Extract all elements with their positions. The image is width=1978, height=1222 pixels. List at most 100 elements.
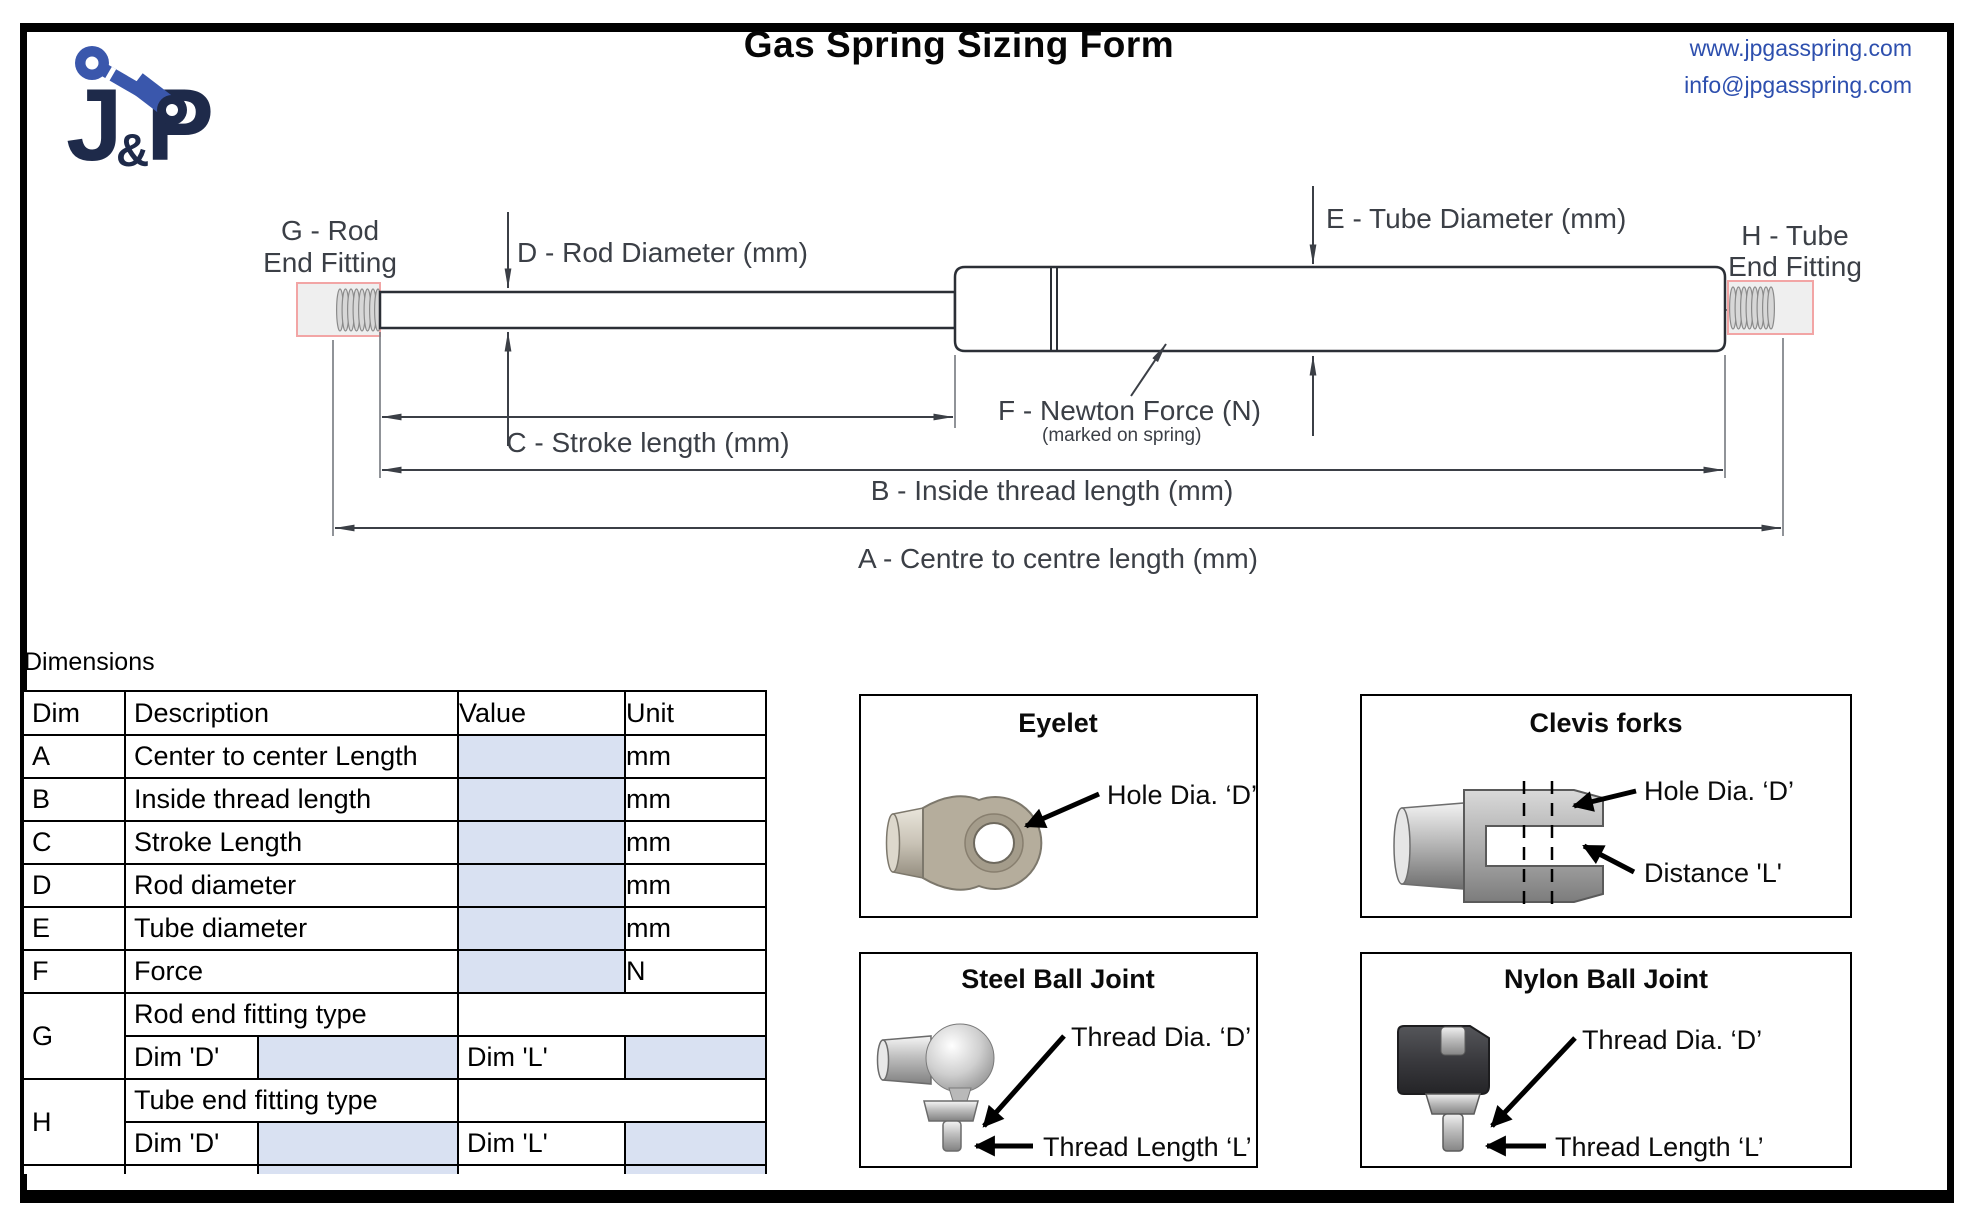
dim-d-label: Dim 'D' [124,1121,259,1166]
nylon-ball-title: Nylon Ball Joint [1504,964,1708,994]
label-newton-force-note: (marked on spring) [1042,425,1201,446]
label-rod-diameter: D - Rod Diameter (mm) [517,237,808,268]
clevis-hole-arrow [1571,788,1637,812]
dim-inside-thread-length: B - Inside thread length (mm) [381,355,1726,506]
col-header-dim: Dim [22,690,126,736]
eyelet-hole-dia-label: Hole Dia. ‘D’ [1107,780,1256,810]
col-header-description: Description [124,690,459,736]
fitting-type-input-cell-g[interactable] [457,992,767,1037]
steel-thread-dia-label: Thread Dia. ‘D’ [1071,1022,1251,1052]
table-row-g-type: G Rod end fitting type [22,992,767,1080]
jp-logo: J & P [66,46,214,178]
dim-d-input-cell-h[interactable] [257,1121,459,1166]
newton-force-callout: F - Newton Force (N) (marked on spring) [998,343,1261,446]
unit-cell: mm [624,734,767,779]
dim-l-label: Dim 'L' [457,1121,626,1166]
label-tube-diameter: E - Tube Diameter (mm) [1326,203,1626,234]
label-tube-end-fitting-1: H - Tube [1741,220,1848,251]
eyelet-box: Eyelet Hole Dia. ‘D’ [859,694,1258,918]
website-link[interactable]: www.jpgasspring.com [1689,35,1912,61]
dimensions-section-title: Dimensions [24,648,155,676]
value-input-cell-f[interactable] [457,949,626,994]
dim-letter: A [22,734,126,779]
table-row-h-dims: Dim 'D' Dim 'L' [23,1121,767,1166]
nylon-ball-illustration [1397,1025,1490,1152]
clevis-hole-dia-label: Hole Dia. ‘D’ [1644,776,1794,806]
steel-thread-length-label: Thread Length ‘L’ [1043,1132,1252,1162]
clevis-forks-box: Clevis forks Hole Dia. ‘D’ Distance 'L' [1360,694,1852,918]
tube-end-fitting-highlight [1727,280,1814,335]
value-input-cell-a[interactable] [457,734,626,779]
page-title: Gas Spring Sizing Form [743,24,1175,65]
dim-letter: E [22,906,126,951]
dim-rod-diameter: D - Rod Diameter (mm) [504,212,808,446]
email-link[interactable]: info@jpgasspring.com [1684,72,1912,98]
steel-thread-dia-arrow [982,1034,1066,1128]
clevis-title: Clevis forks [1529,708,1682,738]
logo-ampersand: & [116,124,149,176]
dim-description: Rod diameter [124,863,459,908]
fitting-type-label: Tube end fitting type [124,1078,459,1123]
dim-letter-g: G [22,992,126,1080]
dim-letter-h: H [22,1078,126,1166]
dim-l-label: Dim 'L' [457,1035,626,1080]
rod-end-fitting-highlight [296,282,383,337]
table-row-d: D Rod diameter mm [22,863,767,908]
unit-cell: N [624,949,767,994]
clevis-illustration [1393,781,1604,908]
dim-d-input-cell-g[interactable] [257,1035,459,1080]
unit-cell: mm [624,820,767,865]
logo-letter-j: J [66,68,123,178]
value-input-cell-e[interactable] [457,906,626,951]
value-input-cell-d[interactable] [457,863,626,908]
dim-letter: B [22,777,126,822]
dim-stroke-length: C - Stroke length (mm) [379,332,956,478]
col-header-unit: Unit [624,690,767,736]
nylon-thread-dia-arrow [1490,1036,1577,1128]
tube-end-thread [1728,286,1775,330]
dim-letter: F [22,949,126,994]
value-input-cell-c[interactable] [457,820,626,865]
dim-letter: D [22,863,126,908]
col-header-value: Value [457,690,626,736]
table-row-g-dims: Dim 'D' Dim 'L' [23,1035,767,1080]
label-rod-end-fitting-2: End Fitting [263,247,397,278]
table-row-b: B Inside thread length mm [22,777,767,822]
dim-description: Force [124,949,459,994]
label-tube-end-fitting-2: End Fitting [1728,251,1862,282]
table-header-row: Dim Description Value Unit [22,690,767,736]
dim-label-stroke-length: C - Stroke length (mm) [506,427,789,458]
unit-cell: mm [624,863,767,908]
table-row-h-type: H Tube end fitting type [22,1078,767,1166]
rod-end-thread [336,288,383,332]
nylon-thread-length-label: Thread Length ‘L’ [1555,1132,1764,1162]
table-row-f: F Force N [22,949,767,994]
dim-description: Stroke Length [124,820,459,865]
dim-l-input-cell-h[interactable] [624,1121,767,1166]
gas-spring-diagram: G - Rod End Fitting D - Rod Diameter (mm… [263,186,1862,574]
fitting-type-label: Rod end fitting type [124,992,459,1037]
value-input-cell-b[interactable] [457,777,626,822]
dim-d-label: Dim 'D' [124,1035,259,1080]
dim-l-input-cell-g[interactable] [624,1035,767,1080]
dim-description: Center to center Length [124,734,459,779]
dim-tube-diameter: E - Tube Diameter (mm) [1309,186,1626,436]
fitting-type-input-cell-h[interactable] [457,1078,767,1123]
label-newton-force: F - Newton Force (N) [998,395,1261,426]
nylon-thread-dia-label: Thread Dia. ‘D’ [1582,1025,1762,1055]
dim-centre-to-centre: A - Centre to centre length (mm) [332,338,1784,574]
table-row-a: A Center to center Length mm [22,734,767,779]
unit-cell: mm [624,906,767,951]
table-row-c: C Stroke Length mm [22,820,767,865]
dim-description: Tube diameter [124,906,459,951]
steel-ball-illustration [876,1023,995,1152]
eyelet-hole-arrow [1024,791,1101,829]
steel-ball-title: Steel Ball Joint [961,964,1155,994]
eyelet-title: Eyelet [1018,708,1098,738]
nylon-ball-joint-box: Nylon Ball Joint Thread Dia. ‘D’ Thread … [1360,952,1852,1168]
piston-rod [378,290,957,330]
table-row-e: E Tube diameter mm [22,906,767,951]
clevis-distance-label: Distance 'L' [1644,858,1782,888]
steel-ball-joint-box: Steel Ball Joint Thread Dia. ‘D’ Thread … [859,952,1258,1168]
